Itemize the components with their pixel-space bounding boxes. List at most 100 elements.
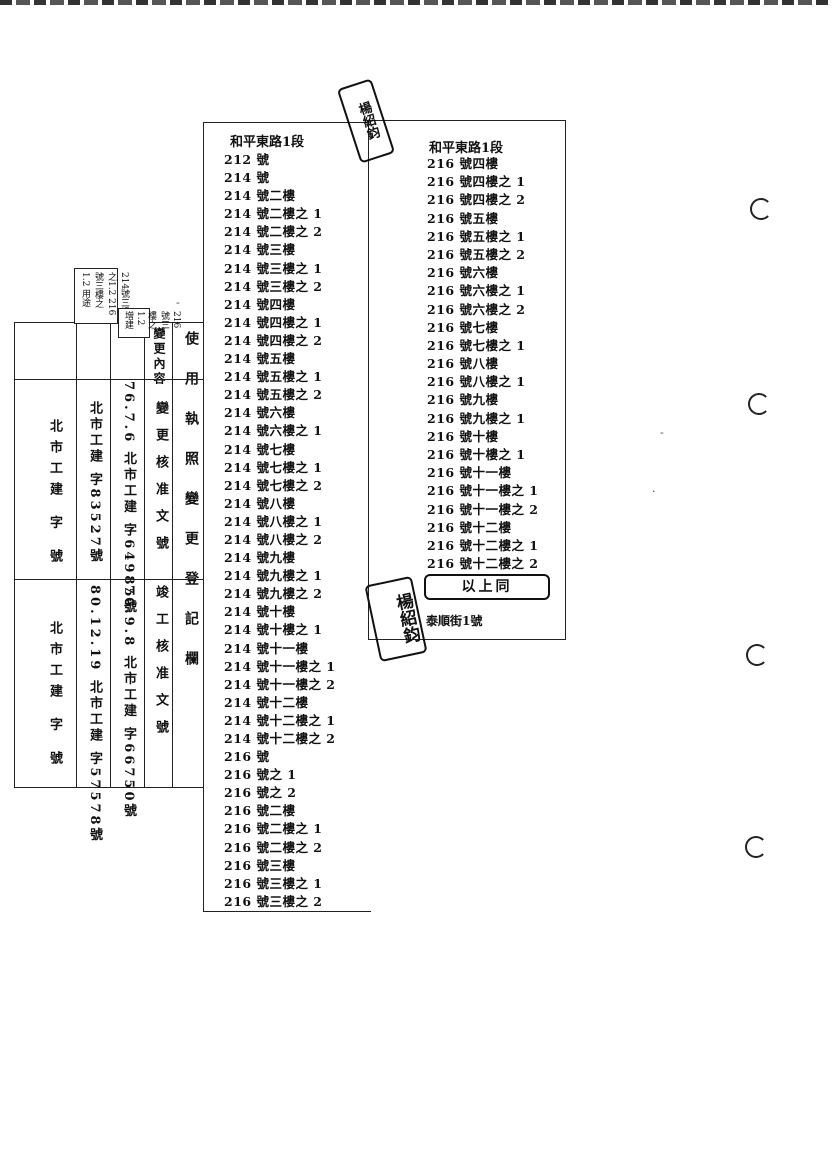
address-line: 214 號七樓之 2 [224,477,323,493]
address-line: 214 號五樓之 2 [224,387,323,403]
address-line: 216 號十二樓 [427,519,512,535]
register-divider [15,579,204,580]
address-line: 216 號之 1 [224,767,297,783]
address-line: 212 號 [224,152,270,167]
binder-hole-icon [748,393,770,415]
address-line: 214 號十二樓之 2 [224,731,336,746]
address-line: 214 號四樓之 1 [224,314,323,330]
address-line: 216 號十一樓之 2 [427,501,539,517]
register-label-column: 變更內容 變更核准文號 竣工核准文號 [145,323,173,787]
address-line: 216 號十一樓之 1 [427,483,539,499]
register-entry-1: 76.7.6 北市工建 字64985號 76.9.8 北市工建 字66750號 [111,323,145,820]
scan-speck: - [176,296,180,309]
same-as-above-stamp: 以上同 [424,574,550,600]
address-line: 216 號六樓之 2 [427,301,526,317]
address-line: 214 號五樓之 1 [224,369,323,385]
address-line: 214 號二樓之 2 [224,224,323,240]
binder-hole-icon [750,198,772,220]
address-line: 214 號三樓之 2 [224,278,323,294]
address-line: 216 號八樓 [427,356,499,372]
scan-edge [0,0,832,5]
entry-2-approval: 北市工建 字83527號 [87,401,102,565]
entry-3-completion: 北市工建 字 號 [47,621,62,773]
entry-1-approval: 76.7.6 北市工建 字64985號 [121,381,136,616]
address-line: 216 號四樓之 1 [427,174,526,190]
address-line: 214 號八樓之 1 [224,513,323,529]
slip-right-header: 和平東路1段 [429,141,504,156]
binder-hole-icon [746,644,768,666]
address-line: 216 號之 2 [224,785,297,801]
register-divider [15,379,204,380]
label-completion-approval: 竣工核准文號 [153,585,168,747]
address-line: 216 號三樓 [224,857,296,873]
address-line: 214 號九樓 [224,550,296,566]
address-slip-right: 和平東路1段 216 號四樓 216 號四樓之 1 216 號四樓之 2 216 號五… [368,120,566,640]
address-line: 216 號三樓之 2 [224,893,323,909]
address-line: 214 號十二樓 [224,694,309,710]
entry-1-completion: 76.9.8 北市工建 字66750號 [121,585,136,820]
address-line: 214 號九樓之 1 [224,568,323,584]
register-entry-2: 北市工建 字83527號 80.12.19 北市工建 字57578號 [77,323,111,844]
address-line: 216 號五樓 [427,210,499,226]
address-line: 214 號三樓 [224,242,296,258]
address-line: 214 號五樓 [224,351,296,367]
address-line: 214 號十一樓 [224,640,309,656]
address-line: 216 號十一樓 [427,465,512,481]
address-line: 216 號五樓之 2 [427,246,526,262]
label-change-content: 變更內容 [152,327,166,387]
address-line: 214 號六樓 [224,405,296,421]
address-line: 216 號十樓 [427,428,499,444]
address-line: 214 號九樓之 2 [224,586,323,602]
address-line: 216 號四樓 [427,156,499,171]
label-change-approval: 變更核准文號 [153,401,168,563]
address-line: 214 號十樓之 1 [224,622,323,638]
address-line: 214 號八樓 [224,495,296,511]
address-line: 216 號三樓之 1 [224,875,323,891]
entry-2-content: 214號三樓之1.2 216號三樓之1.2 用途 [80,272,129,317]
address-line: 216 號七樓 [427,319,499,335]
slip-left-header: 和平東路1段 [230,135,305,150]
pasted-note-content: 214號三樓之1.2 216號三樓之1.2 用途 [74,268,129,324]
address-line: 214 號四樓 [224,296,296,312]
binder-hole-icon [745,836,767,858]
register-header-column: 使用執照變更登記欄 [173,323,205,787]
address-line: 214 號六樓之 1 [224,423,323,439]
address-line: 216 號十二樓之 2 [427,556,539,572]
address-line: 214 號十樓 [224,604,296,620]
address-line: 214 號二樓之 1 [224,206,323,222]
address-line: 216 號六樓之 1 [427,283,526,299]
address-line: 216 號九樓 [427,392,499,408]
register-header: 使用執照變更登記欄 [183,331,199,691]
address-line: 216 號七樓之 1 [427,337,526,353]
slip-right-address-list: 216 號四樓 216 號四樓之 1 216 號四樓之 2 216 號五樓 216 號五… [427,155,539,573]
address-line: 214 號七樓之 1 [224,459,323,475]
address-line: 216 號 [224,749,270,765]
address-line: 216 號五樓之 1 [427,228,526,244]
address-line: 216 號九樓之 1 [427,410,526,426]
pasted-note-addition: 216號三樓之1.2 増建 [118,308,181,338]
address-line: 216 號二樓之 2 [224,839,323,855]
address-line: 214 號四樓之 2 [224,332,323,348]
address-line: 214 號十一樓之 1 [224,658,336,674]
address-line: 214 號七樓 [224,441,296,457]
address-line: 216 號十樓之 1 [427,447,526,462]
address-line: 216 號六樓 [427,265,499,281]
address-line: 214 號十二樓之 1 [224,712,336,728]
usage-license-change-register: 使用執照變更登記欄 變更內容 變更核准文號 竣工核准文號 76.7.6 北市工建… [14,322,205,844]
address-line: 214 號十一樓之 2 [224,676,336,692]
entry-3-approval: 北市工建 字 號 [47,419,62,571]
address-line: 216 號四樓之 2 [427,192,526,208]
address-line: 216 號十二樓之 1 [427,537,539,553]
address-line: 214 號八樓之 2 [224,531,323,547]
scan-speck: - [660,426,664,439]
register-entry-3: 北市工建 字 號 北市工建 字 號 [15,323,77,787]
address-line: 216 號二樓 [224,803,296,819]
scan-speck: . [652,482,656,495]
entry-2-completion: 80.12.19 北市工建 字57578號 [87,585,102,844]
slip-right-foot-note: 泰順街1號 [426,614,483,628]
address-line: 216 號八樓之 1 [427,374,526,390]
address-line: 214 號二樓 [224,188,296,204]
address-line: 216 號二樓之 1 [224,821,323,837]
